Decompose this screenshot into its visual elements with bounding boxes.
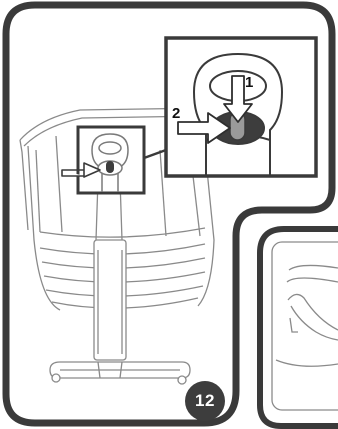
connector-line — [143, 148, 167, 160]
highlight-box — [76, 125, 146, 195]
callout-number-1: 1 — [245, 74, 254, 91]
knob-small — [91, 133, 129, 192]
arrow-icon-small — [61, 162, 101, 178]
right-arrow-icon — [177, 112, 231, 144]
next-panel-drawing — [271, 241, 338, 411]
bassinet-stand — [49, 179, 191, 385]
next-panel-frame — [257, 226, 338, 429]
step-number-badge: 12 — [185, 381, 225, 421]
down-arrow-icon — [223, 75, 253, 123]
callout-number-2: 2 — [172, 105, 181, 122]
